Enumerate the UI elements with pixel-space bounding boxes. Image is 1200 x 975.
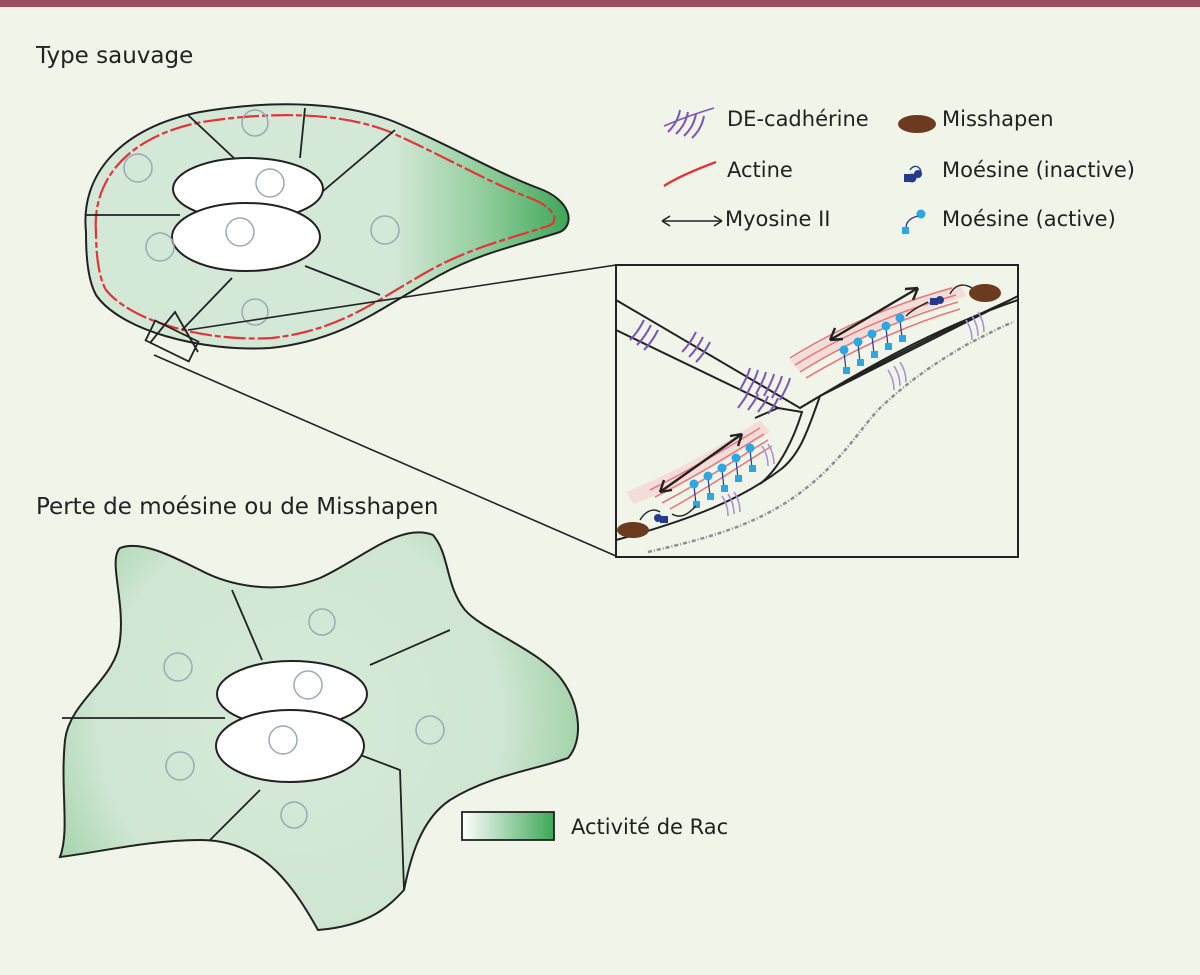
inactive-to-active-arrow-lower <box>671 505 697 517</box>
loss-cell-boundaries <box>62 589 451 891</box>
top-accent-rule <box>0 0 1200 7</box>
rac-activity-scale <box>461 811 555 841</box>
misshapen-upper <box>969 284 1001 302</box>
wild-type-cluster-outline <box>84 103 570 350</box>
inset-membranes <box>615 295 1019 541</box>
zoom-inset-frame <box>615 264 1019 558</box>
zoom-connector-lines <box>153 264 617 557</box>
legend-de-cadherin: DE-cadhérine <box>727 107 869 131</box>
cadherin-cluster-icon <box>663 107 715 139</box>
legend-moesin-active: Moésine (active) <box>942 207 1116 231</box>
misshapen-lower <box>617 522 649 538</box>
cadherin-clusters-junction <box>629 319 791 415</box>
loss-cluster <box>58 531 579 932</box>
misshapen-upper-arrow <box>949 284 973 295</box>
misshapen-lower-arrow <box>639 509 661 521</box>
myosin-arrow-lower <box>658 432 744 494</box>
actin-filament-icon <box>663 160 717 187</box>
active-moesin-lower <box>689 443 756 508</box>
legend-myosin: Myosine II <box>725 207 830 231</box>
open-moesin-icon <box>902 209 926 234</box>
loss-title: Perte de moésine ou de Misshapen <box>36 494 438 520</box>
legend-misshapen: Misshapen <box>942 107 1054 131</box>
double-arrow-icon <box>661 215 723 227</box>
legend-actin: Actine <box>727 158 793 182</box>
myosin-arrow-upper <box>828 286 920 342</box>
wild-type-cell-boundaries <box>86 107 396 353</box>
zoom-inset <box>615 264 1019 558</box>
legend-rac-activity: Activité de Rac <box>571 815 728 839</box>
loss-inner-cell-lower <box>215 709 365 783</box>
inactive-to-active-arrow-upper <box>905 301 929 317</box>
closed-moesin-icon <box>904 165 922 183</box>
legend-moesin-inactive: Moésine (inactive) <box>942 158 1135 182</box>
wild-type-cluster <box>84 103 570 363</box>
wild-type-title: Type sauvage <box>35 43 193 69</box>
legend: DE-cadhérine Actine Myosine II Misshapen… <box>661 107 1135 234</box>
gray-substrate-line <box>647 320 1015 554</box>
wild-type-nuclei <box>123 109 400 326</box>
loss-nuclei <box>163 608 445 829</box>
inactive-moesin-lower <box>654 514 668 523</box>
brown-oval-icon <box>898 115 936 133</box>
active-moesin-upper <box>839 313 906 374</box>
cadherin-clusters-basal <box>721 311 985 517</box>
zoom-region-marker <box>144 319 200 363</box>
inactive-moesin-upper <box>930 296 944 305</box>
wild-type-inner-cell-lower <box>171 202 321 272</box>
